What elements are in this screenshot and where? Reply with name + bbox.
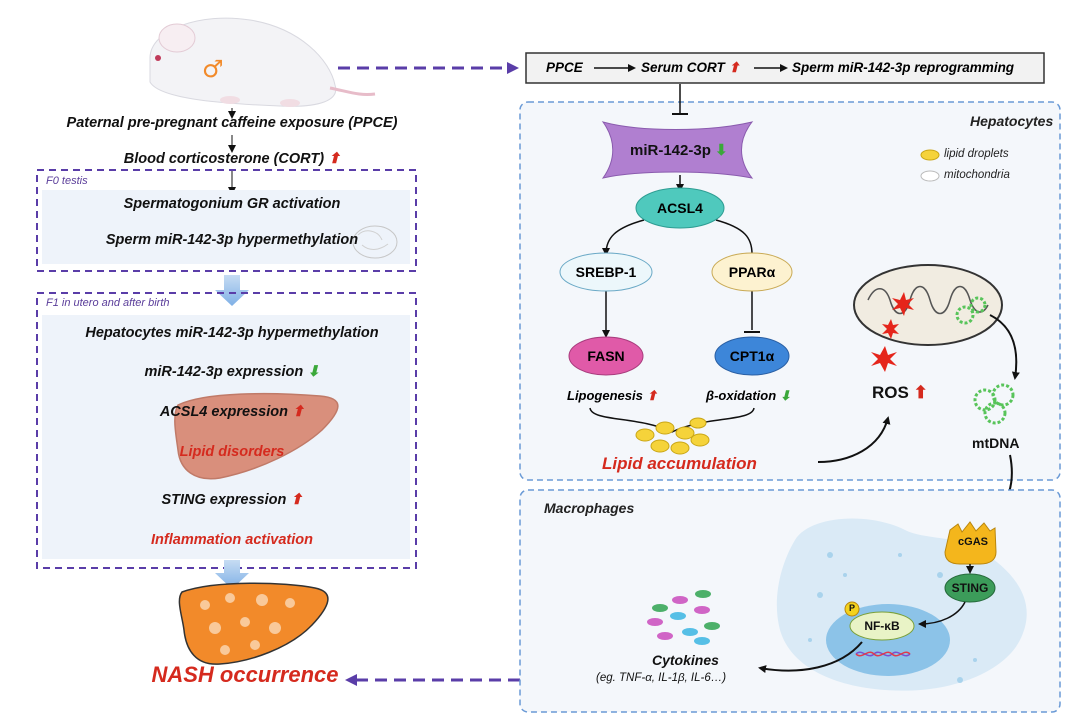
srebp-1-node: SREBP-1 — [575, 264, 637, 280]
mouse-illustration — [149, 17, 376, 107]
sting-node: STING — [951, 581, 989, 595]
flow-step-acsl4-text: ACSL4 expression — [159, 404, 288, 420]
flow-step-sting: STING expression ⬆ — [32, 492, 432, 508]
ros-burst-icons — [871, 292, 914, 372]
nash-liver-illustration — [178, 582, 329, 665]
flow-step-sperm: Sperm miR-142-3p hypermethylation — [105, 232, 359, 248]
cpt1a-node: CPT1α — [729, 348, 775, 364]
up-arrow-icon: ⬆ — [728, 60, 740, 75]
mir-142-3p-text: miR-142-3p — [630, 142, 711, 159]
big-down-arrow-2 — [215, 560, 249, 589]
flow-step-mir-expression: miR-142-3p expression ⬇ — [32, 364, 432, 380]
pathway-arrows — [589, 175, 760, 433]
lipid-droplets-cluster-icon — [635, 417, 710, 455]
mtdna-label: mtDNA — [972, 435, 1020, 451]
hepatocytes-title: Hepatocytes — [970, 113, 1054, 129]
b-oxidation-text: β-oxidation — [706, 388, 777, 403]
flow-step-inflammation: Inflammation activation — [151, 532, 313, 548]
mir-142-3p-label: miR-142-3p ⬇ — [630, 141, 728, 159]
lipid-accumulation-label: Lipid accumulation — [602, 454, 757, 473]
nfkb-to-cytokines-arrow — [758, 641, 863, 673]
up-arrow-icon: ⬆ — [646, 388, 658, 403]
up-arrow-icon: ⬆ — [292, 404, 305, 420]
mir-142-3p-shape — [601, 121, 754, 179]
flow-step-sting-text: STING expression — [161, 492, 287, 508]
cell-particles — [808, 552, 977, 683]
flow-step-cort: Blood corticosterone (CORT) ⬆ — [32, 151, 432, 167]
up-arrow-icon: ⬆ — [290, 492, 303, 508]
mitochondrion-illustration — [853, 264, 1003, 346]
top-box-serum-cort: Serum CORT ⬆ — [641, 60, 740, 76]
lipid-droplets-legend-label: lipid droplets — [944, 148, 1009, 160]
down-arrow-icon: ⬇ — [715, 142, 728, 159]
ros-label: ROS ⬆ — [872, 383, 928, 403]
mitochondria-legend-icon — [920, 170, 940, 182]
flow-step-hepatocytes: Hepatocytes miR-142-3p hypermethylation — [85, 325, 379, 341]
lipid-droplet-legend-icon — [920, 149, 940, 161]
nf-kb-node: NF-κB — [864, 619, 900, 633]
ros-text: ROS — [872, 383, 909, 402]
lipid-to-ros-arrow — [817, 416, 891, 463]
male-symbol: ♂ — [202, 55, 224, 83]
top-box-sperm-reprogramming: Sperm miR-142-3p reprogramming — [792, 60, 1015, 75]
top-box-serum-cort-text: Serum CORT — [641, 60, 725, 75]
testis-sketch-icon — [352, 225, 398, 259]
top-box-ppce: PPCE — [546, 60, 583, 75]
dna-helix-icon — [855, 651, 911, 657]
flow-step-gr: Spermatogonium GR activation — [123, 196, 341, 212]
down-arrow-icon: ⬇ — [779, 388, 791, 403]
liver-illustration-small — [174, 392, 339, 480]
cgas-node: cGAS — [958, 536, 988, 548]
cgas-shape — [944, 521, 997, 565]
flow-step-lipid-disorders: Lipid disorders — [179, 444, 285, 460]
cytokines-examples: (eg. TNF-α, IL-1β, IL-6…) — [596, 672, 727, 684]
flow-step-cort-text: Blood corticosterone (CORT) — [123, 151, 325, 167]
up-arrow-icon: ⬆ — [913, 383, 928, 402]
phospho-p-badge: P — [848, 603, 855, 613]
f1-label: F1 in utero and after birth — [46, 297, 170, 309]
up-arrow-icon: ⬆ — [328, 151, 341, 167]
cytokines-icon — [647, 590, 720, 645]
lipogenesis-text: Lipogenesis — [567, 388, 643, 403]
nash-occurrence-label: NASH occurrence — [151, 662, 339, 687]
flow-step-ppce: Paternal pre-pregnant caffeine exposure … — [66, 115, 398, 131]
acsl4-node: ACSL4 — [657, 200, 703, 216]
lipogenesis-label: Lipogenesis ⬆ — [567, 388, 657, 404]
fasn-node: FASN — [587, 348, 625, 364]
cytokines-label: Cytokines — [652, 652, 719, 668]
flow-step-acsl4: ACSL4 expression ⬆ — [32, 404, 432, 420]
macrophages-title: Macrophages — [544, 500, 635, 516]
flow-step-mir-expression-text: miR-142-3p expression — [144, 364, 304, 380]
ppar-alpha-node: PPARα — [728, 264, 776, 280]
down-arrow-icon: ⬇ — [307, 364, 320, 380]
b-oxidation-label: β-oxidation ⬇ — [706, 388, 791, 404]
f0-testis-label: F0 testis — [46, 175, 88, 187]
big-down-arrow-1 — [215, 275, 249, 306]
mitochondria-legend-label: mitochondria — [944, 169, 1010, 181]
